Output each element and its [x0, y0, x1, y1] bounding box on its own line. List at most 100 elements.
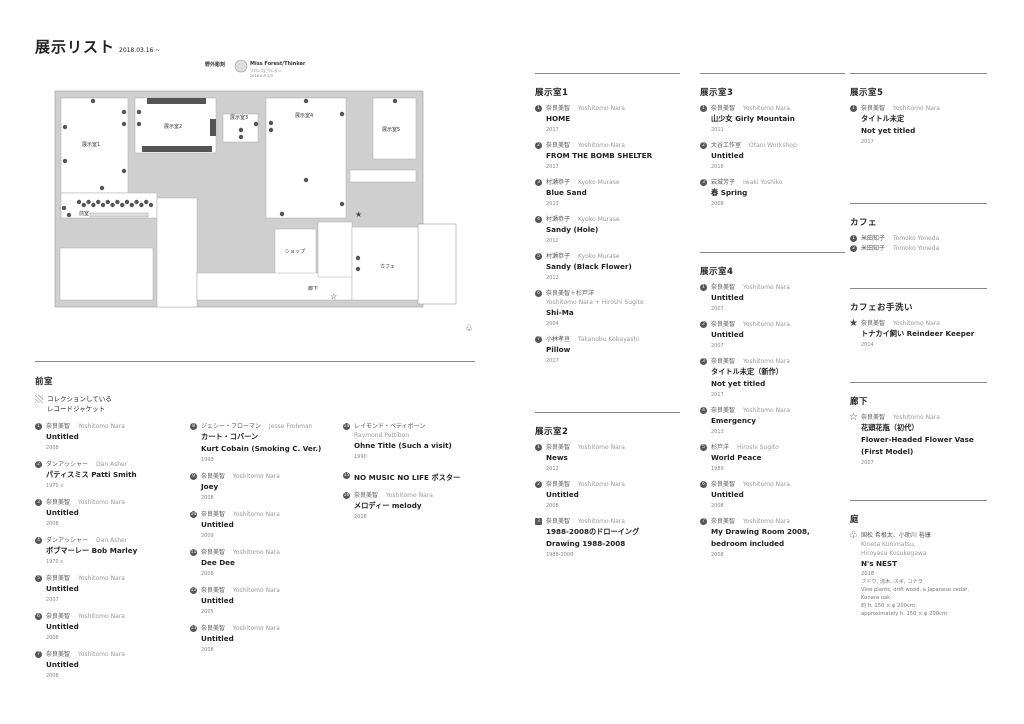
- artwork-marker: [136, 121, 142, 127]
- artist-en: Yoshitomo Nara: [78, 651, 125, 658]
- artist-en: Iwaki Yoshiko: [743, 179, 783, 186]
- section-heading: 展示室1: [535, 88, 569, 98]
- artwork-title: (First Model): [861, 447, 914, 456]
- artist-jp: 奈良美智: [46, 499, 71, 506]
- artwork-title: Untitled: [711, 490, 744, 499]
- artwork-marker: [86, 199, 91, 205]
- artwork-title: タイトル未定（新作）: [711, 367, 783, 376]
- artwork-year: 2007: [46, 597, 59, 603]
- artist-en: Kyoko Murase: [578, 216, 620, 223]
- sculpture-material: ブロンズにウレタン: [250, 68, 282, 73]
- artwork-marker: [339, 111, 345, 117]
- map-label-cafe: カフェ: [380, 264, 395, 270]
- map-label-shop: ショップ: [285, 249, 305, 255]
- artist-jp: ジェシー・フローマン: [201, 423, 262, 430]
- artist-en: Tomoko Yoneda: [893, 235, 940, 242]
- artwork-year: 2008: [46, 635, 59, 641]
- artwork-year: 2005: [201, 609, 214, 615]
- artwork-year: 2004: [546, 321, 559, 327]
- artist-jp: 奈良美智: [201, 549, 226, 556]
- artwork-title: N's NEST: [861, 559, 898, 568]
- room2-area: [134, 97, 217, 154]
- artwork-year: 2009: [201, 533, 214, 539]
- artist-jp: 奈良美智: [861, 414, 886, 421]
- artist-name: 奈良美智＋杉戸洋: [546, 290, 710, 298]
- artwork-marker: [355, 266, 361, 272]
- number-badge: 4: [700, 407, 707, 414]
- artwork-marker: [303, 177, 309, 183]
- artist-jp: 奈良美智: [711, 358, 736, 365]
- artwork-marker: [81, 202, 87, 208]
- display-bar: [210, 119, 216, 136]
- artwork-marker: [121, 109, 127, 115]
- artwork-title: Untitled: [711, 151, 744, 160]
- record-jacket-hatch: [89, 212, 149, 218]
- artwork-year: 2017: [546, 164, 559, 170]
- artist-en: Yoshitomo Nara: [78, 575, 125, 582]
- number-badge: 2: [35, 461, 42, 468]
- artwork-marker: [62, 124, 68, 130]
- artist-jp: レイモンド・ペティボーン: [354, 423, 426, 430]
- artwork-title: 1988-2008のドローイング: [546, 527, 640, 536]
- number-badge: 6: [535, 290, 542, 297]
- artwork-title: bedroom included: [711, 539, 785, 548]
- number-badge: 5: [35, 575, 42, 582]
- artwork-title: Untitled: [46, 508, 79, 517]
- artwork-title: Sandy (Black Flower): [546, 262, 632, 271]
- number-badge: 2: [850, 245, 857, 252]
- artist-jp: 村瀬恭子: [546, 253, 571, 260]
- artwork-marker: [136, 109, 142, 115]
- number-badge: 3: [700, 179, 707, 186]
- number-badge: 1: [535, 444, 542, 451]
- number-badge: 4: [35, 537, 42, 544]
- star-outline-marker: ☆: [330, 292, 337, 301]
- artwork-marker: [129, 202, 134, 208]
- artwork-marker: [100, 202, 106, 208]
- artwork-title: Untitled: [46, 432, 79, 441]
- artwork-marker: [134, 199, 139, 205]
- artist-en: Yoshitomo Nara: [578, 481, 625, 488]
- artwork-title: Untitled: [46, 622, 79, 631]
- artwork-title: Ohne Title (Such a visit): [354, 441, 452, 450]
- artwork-year: 2012: [546, 275, 559, 281]
- artwork-marker: [303, 98, 309, 104]
- artwork-title: Untitled: [711, 330, 744, 339]
- artwork-marker: [339, 201, 345, 207]
- number-badge: 2: [535, 142, 542, 149]
- number-badge: 1: [850, 235, 857, 242]
- artist-en: Raymond Pettibon: [354, 432, 410, 439]
- artwork-marker: [91, 202, 96, 208]
- title-text: 展示リスト: [35, 38, 116, 56]
- number-badge: 8: [190, 423, 197, 430]
- map-label-room4: 展示室4: [295, 112, 313, 119]
- artwork-marker: [148, 202, 154, 208]
- divider: [850, 288, 987, 289]
- artist-en: Yoshitomo Nara: [743, 481, 790, 488]
- star-outline-icon: ☆: [849, 412, 858, 423]
- artwork-title: Untitled: [201, 634, 234, 643]
- artist-jp: 奈良美智: [711, 518, 736, 525]
